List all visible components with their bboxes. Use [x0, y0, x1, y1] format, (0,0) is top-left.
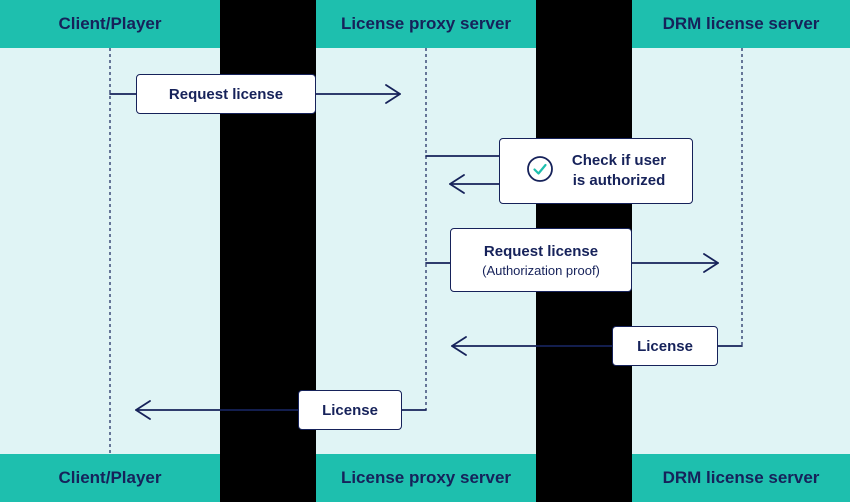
message-request-license-proof: Request license (Authorization proof): [450, 228, 632, 292]
lane-drm-license-server: DRM license server DRM license server: [632, 0, 850, 502]
message-request-license: Request license: [136, 74, 316, 114]
lane-header-client-player: Client/Player: [0, 0, 220, 48]
check-content: Check if user is authorized: [526, 151, 666, 191]
arrow-request-license-head: [385, 84, 401, 104]
lane-footer-drm-license-server: DRM license server: [632, 454, 850, 502]
message-license-from-drm: License: [612, 326, 718, 366]
check-text-line2: is authorized: [572, 172, 666, 189]
lane-footer-client-player: Client/Player: [0, 454, 220, 502]
message-license-to-client: License: [298, 390, 402, 430]
arrow-license-2-head: [135, 400, 151, 420]
check-text-line1: Check if user: [571, 152, 667, 169]
message-authorization-proof-label: (Authorization proof): [482, 262, 600, 278]
lane-footer-license-proxy-server: License proxy server: [316, 454, 536, 502]
check-text: Check if user is authorized: [572, 151, 666, 191]
message-request-license-2-label: Request license: [483, 242, 599, 260]
lane-header-drm-license-server: DRM license server: [632, 0, 850, 48]
message-license-2-label: License: [322, 401, 378, 419]
arrow-check-return-head: [449, 174, 465, 194]
arrow-license-1-head: [451, 336, 467, 356]
message-license-1-label: License: [637, 337, 693, 355]
arrow-request-license-2-head: [703, 253, 719, 273]
check-circle-icon: [526, 155, 554, 187]
message-request-license-label: Request license: [168, 85, 284, 103]
lane-header-license-proxy-server: License proxy server: [316, 0, 536, 48]
message-check-authorization: Check if user is authorized: [499, 138, 693, 204]
